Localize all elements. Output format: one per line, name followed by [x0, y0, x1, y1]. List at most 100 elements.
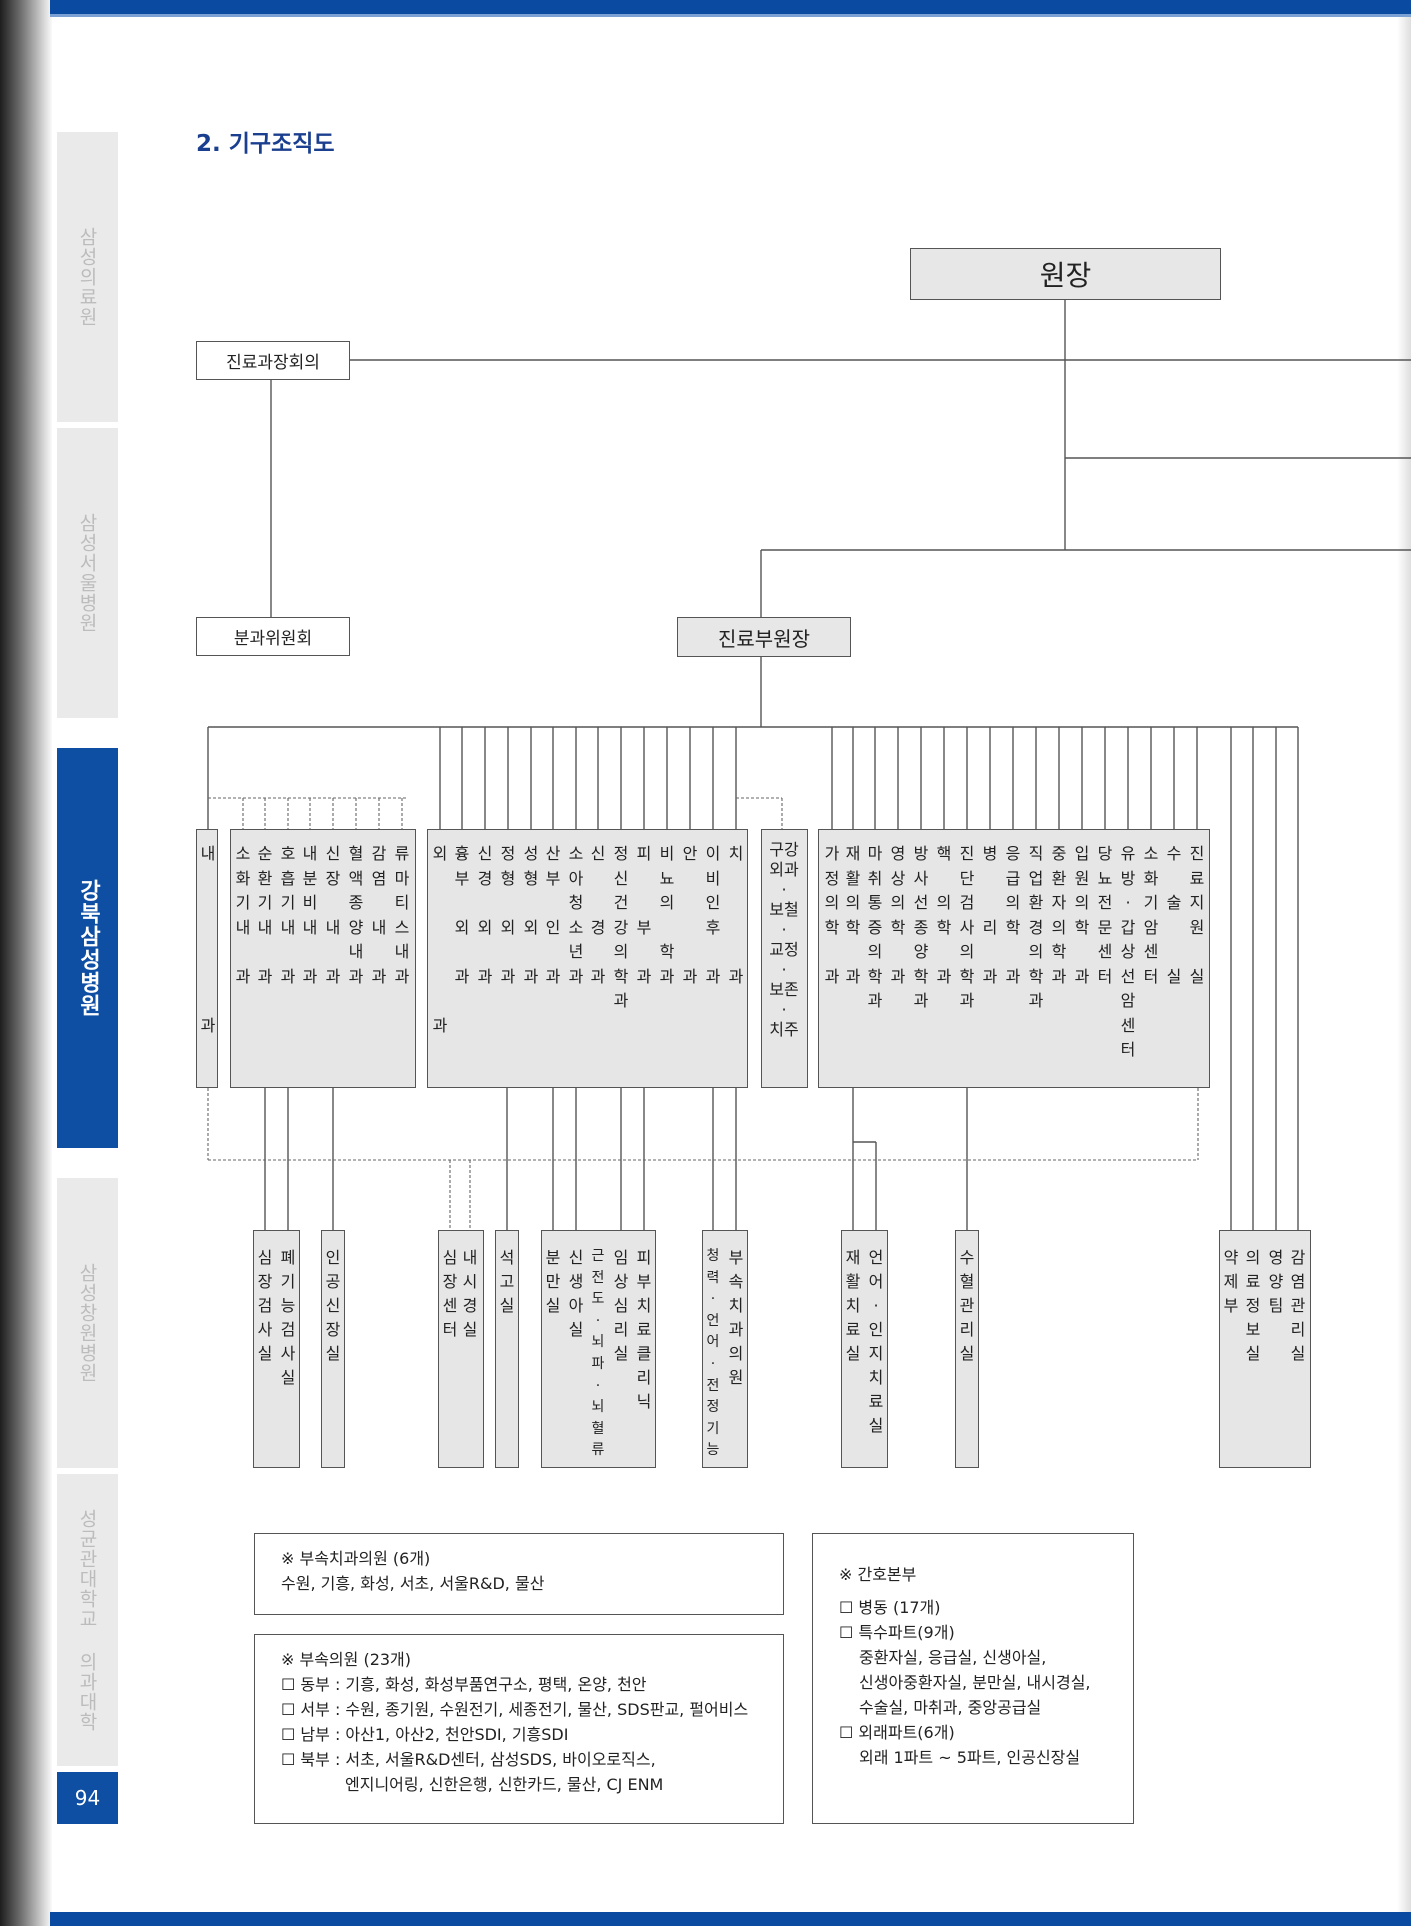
department-column: 산 부 인 과 — [545, 844, 561, 986]
subunit-column: 내 시 경 실 — [462, 1248, 478, 1339]
subunit-column: 신 생 아 실 — [568, 1248, 584, 1339]
side-tab-samsung-seoul-hospital[interactable]: 삼성서울병원 — [57, 428, 118, 718]
subunit-column: 인 공 신 장 실 — [325, 1248, 341, 1363]
department-column: 신 장 내 과 — [325, 844, 341, 986]
subunit-column: 석 고 실 — [499, 1248, 515, 1315]
nursing-note-special-2: 신생아중환자실, 분만실, 내시경실, — [859, 1673, 1091, 1692]
subunit-column: 폐 기 능 검 사 실 — [280, 1248, 296, 1387]
subcommittee-box: 분과위원회 — [196, 617, 350, 656]
department-column: 구강 외과 · 보철 · 교정 · 보존 · 치주 — [769, 840, 799, 1039]
section-heading: 2. 기구조직도 — [196, 131, 335, 157]
subunit-group-4 — [495, 1230, 519, 1468]
bottom-rule — [50, 1912, 1411, 1926]
subunit-column: 심 장 검 사 실 — [257, 1248, 273, 1363]
dept-group-surgical — [427, 829, 748, 1088]
subunit-group-5 — [541, 1230, 656, 1468]
department-column: 내 분 비 내 과 — [302, 844, 318, 986]
department-column: 혈 액 종 양 내 과 — [348, 844, 364, 986]
top-rule-accent — [50, 14, 1411, 17]
department-column: 핵 의 학 과 — [936, 844, 952, 986]
department-column: 수 술 실 — [1166, 844, 1182, 986]
clinic-note-east: ☐ 동부 : 기흥, 화성, 화성부품연구소, 평택, 온양, 천안 — [281, 1675, 647, 1694]
department-column: 순 환 기 내 과 — [257, 844, 273, 986]
department-column: 응 급 의 학 과 — [1005, 844, 1021, 986]
department-column: 호 흡 기 내 과 — [280, 844, 296, 986]
subunit-group-6 — [702, 1230, 748, 1468]
side-tab-kangbuk-samsung-hospital[interactable]: 강북삼성병원 — [57, 748, 118, 1148]
nursing-division-note: ※ 간호본부 ☐ 병동 (17개) ☐ 특수파트(9개) 중환자실, 응급실, … — [812, 1533, 1134, 1824]
subunit-column: 임 상 심 리 실 — [613, 1248, 629, 1363]
department-column: 재 활 의 학 과 — [845, 844, 861, 986]
nursing-note-special-1: 중환자실, 응급실, 신생아실, — [859, 1648, 1047, 1667]
nursing-note-special: ☐ 특수파트(9개) — [839, 1623, 955, 1642]
top-rule — [50, 0, 1411, 14]
department-column: 가 정 의 학 과 — [824, 844, 840, 986]
dental-clinics-note: ※ 부속치과의원 (6개) 수원, 기흥, 화성, 서초, 서울R&D, 물산 — [254, 1533, 784, 1615]
nursing-note-special-3: 수술실, 마취과, 중앙공급실 — [859, 1698, 1042, 1717]
subunit-column: 수 혈 관 리 실 — [959, 1248, 975, 1363]
department-column: 류 마 티 스 내 과 — [394, 844, 410, 986]
department-column: 감 염 내 과 — [371, 844, 387, 986]
side-tab-samsung-changwon-hospital[interactable]: 삼성창원병원 — [57, 1178, 118, 1468]
affiliated-clinics-note: ※ 부속의원 (23개) ☐ 동부 : 기흥, 화성, 화성부품연구소, 평택,… — [254, 1634, 784, 1824]
dept-group-internal-medicine-subspecialties — [230, 829, 416, 1088]
dental-note-title: ※ 부속치과의원 (6개) — [281, 1549, 431, 1568]
subunit-column: 근 전 도 · 뇌 파 · 뇌 혈 류 — [591, 1248, 605, 1459]
subunit-group-1 — [253, 1230, 300, 1468]
subunit-column: 청 력 · 언 어 · 전 정 기 능 — [706, 1248, 720, 1459]
department-column: 정 형 외 과 — [500, 844, 516, 986]
department-column: 소 화 기 암 센 터 — [1143, 844, 1159, 986]
department-column: 중 환 자 의 학 과 — [1051, 844, 1067, 986]
book-spine — [0, 0, 52, 1926]
department-column: 진 단 검 사 의 학 과 — [959, 844, 975, 1010]
subunit-group-7 — [841, 1230, 888, 1468]
dept-group-internal-medicine-main — [196, 829, 218, 1088]
clinic-note-west: ☐ 서부 : 수원, 종기원, 수원전기, 세종전기, 물산, SDS판교, 펄… — [281, 1700, 749, 1719]
subunit-column: 피 부 치 료 클 리 닉 — [636, 1248, 652, 1411]
department-column: 안 과 — [682, 844, 698, 986]
dept-group-oral-surgery — [761, 829, 808, 1088]
subunit-column: 약 제 부 — [1223, 1248, 1239, 1315]
department-column: 정 신 건 강 의 학 과 — [613, 844, 629, 1010]
subunit-column: 부 속 치 과 의 원 — [728, 1248, 744, 1387]
department-heads-meeting-box: 진료과장회의 — [196, 341, 350, 380]
clinic-note-title: ※ 부속의원 (23개) — [281, 1650, 412, 1669]
dental-note-list: 수원, 기흥, 화성, 서초, 서울R&D, 물산 — [281, 1574, 545, 1593]
department-column: 당 뇨 전 문 센 터 — [1097, 844, 1113, 986]
department-column: 병 리 과 — [982, 844, 998, 986]
subunit-group-2 — [321, 1230, 345, 1468]
subunit-column: 감 염 관 리 실 — [1290, 1248, 1306, 1363]
department-column: 영 상 의 학 과 — [890, 844, 906, 986]
department-column: 비 뇨 의 학 과 — [659, 844, 675, 986]
nursing-note-title: ※ 간호본부 — [839, 1565, 917, 1584]
page-number: 94 — [57, 1772, 118, 1824]
page-edge — [1397, 0, 1411, 1926]
department-column: 흉 부 외 과 — [454, 844, 470, 986]
vice-director-box: 진료부원장 — [677, 617, 851, 657]
department-column: 마 취 통 증 의 학 과 — [867, 844, 883, 1010]
department-column: 신 경 외 과 — [477, 844, 493, 986]
clinic-note-south: ☐ 남부 : 아산1, 아산2, 천안SDI, 기흥SDI — [281, 1725, 569, 1744]
subunit-column: 언 어 · 인 지 치 료 실 — [868, 1248, 884, 1435]
side-tab-skku-medicine[interactable]: 성균관대학교 의과대학 — [57, 1474, 118, 1766]
subunit-column: 재 활 치 료 실 — [845, 1248, 861, 1363]
side-tab-samsung-medical-center[interactable]: 삼성의료원 — [57, 132, 118, 422]
subunit-column: 분 만 실 — [545, 1248, 561, 1315]
subunit-column: 영 양 팀 — [1268, 1248, 1284, 1315]
department-column: 유 방 · 갑 상 선 암 센 터 — [1120, 844, 1136, 1059]
subunit-column: 심 장 센 터 — [442, 1248, 458, 1339]
subunit-column: 의 료 정 보 실 — [1245, 1248, 1261, 1363]
department-column: 성 형 외 과 — [523, 844, 539, 986]
department-column: 신 경 과 — [590, 844, 606, 986]
department-column: 입 원 의 학 과 — [1074, 844, 1090, 986]
department-column: 직 업 환 경 의 학 과 — [1028, 844, 1044, 1010]
department-column: 치 과 — [728, 844, 744, 986]
nursing-note-ward: ☐ 병동 (17개) — [839, 1598, 941, 1617]
department-column: 피 부 과 — [636, 844, 652, 986]
subunit-group-8 — [955, 1230, 979, 1468]
department-column: 외 과 — [432, 844, 448, 1035]
nursing-note-outpatient: ☐ 외래파트(6개) — [839, 1723, 955, 1742]
clinic-note-north: ☐ 북부 : 서초, 서울R&D센터, 삼성SDS, 바이오로직스, — [281, 1750, 656, 1769]
subunit-group-3 — [438, 1230, 484, 1468]
